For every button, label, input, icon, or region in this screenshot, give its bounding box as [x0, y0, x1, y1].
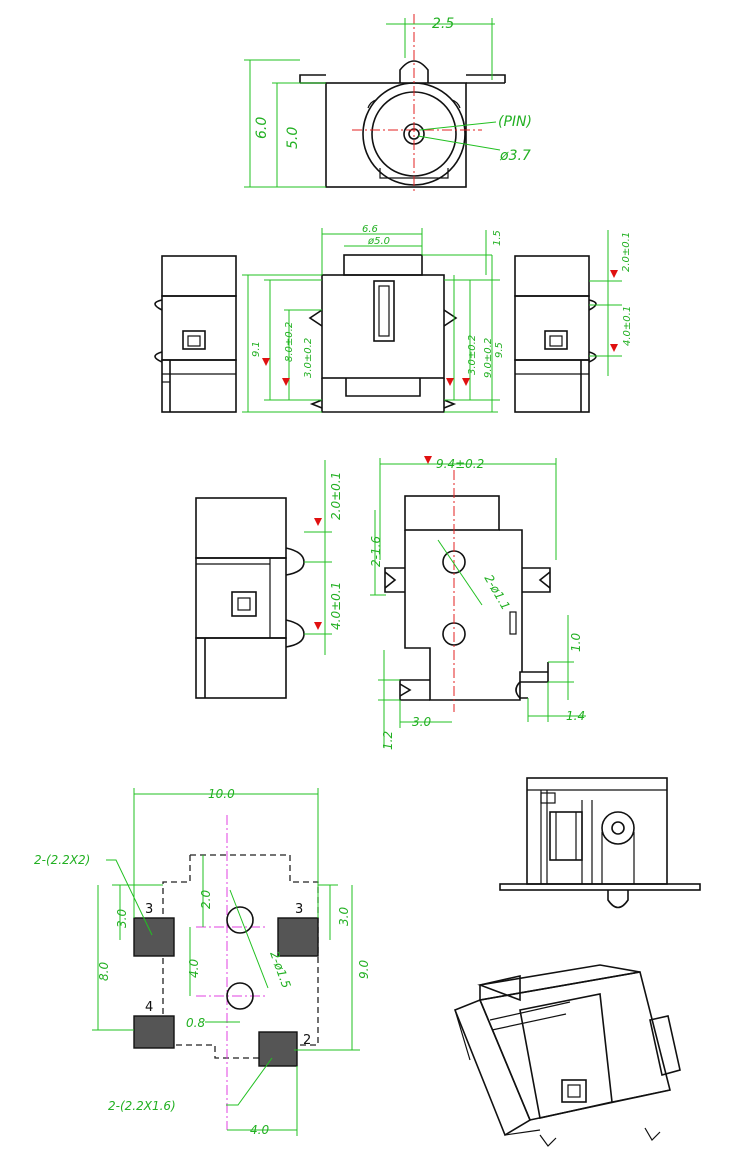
- mid-bottom-right: 1.4: [566, 709, 585, 723]
- fp-pad-label-bottom: 2-(2.2X1.6): [108, 1099, 176, 1113]
- side-tol-b: 4.0±0.1: [622, 306, 633, 346]
- mid-right-small: 1.0: [569, 633, 583, 652]
- front-top-offset: 1.5: [492, 230, 503, 246]
- front-right-total: 9.5: [494, 342, 505, 358]
- mid-tol-a: 2.0±0.1: [329, 472, 343, 520]
- height-outer-dim: 6.0: [254, 117, 270, 139]
- isometric-view: [453, 964, 681, 1147]
- pin-num-4: 4: [145, 1000, 153, 1015]
- fp-bottom-width: 4.0: [250, 1123, 269, 1137]
- pin-num-2: 2: [303, 1033, 311, 1048]
- fp-right-total: 9.0: [357, 960, 371, 979]
- mid-side-view: 2.0±0.1 4.0±0.1: [195, 460, 343, 699]
- side-view-left: [154, 255, 237, 413]
- front-top-width: 6.6: [362, 224, 378, 235]
- fp-center-top: 2.0: [199, 890, 213, 909]
- front-right-tol-a: 3.0±0.2: [467, 335, 478, 375]
- side-profile-view: [499, 777, 701, 909]
- front-bore: ø5.0: [367, 236, 390, 247]
- diameter-label: ø3.7: [499, 148, 531, 164]
- fp-right-pitch: 3.0: [337, 907, 351, 926]
- pad-3-left: [133, 917, 175, 957]
- fp-pad-label-top: 2-(2.2X2): [34, 853, 90, 867]
- pad-2: [258, 1031, 298, 1067]
- front-left-total: 9.1: [251, 341, 262, 357]
- mid-bottom-left: 1.2: [381, 731, 395, 750]
- front-right-tol-b: 9.0±0.2: [483, 338, 494, 378]
- front-view: 6.6 ø5.0 1.5 9.1 8.0±0.2 3.0±0.2 3.0±0.2…: [242, 224, 505, 413]
- fp-total-width: 10.0: [208, 787, 235, 801]
- mid-tol-b: 4.0±0.1: [329, 582, 343, 630]
- pin-num-3-left: 3: [145, 902, 153, 917]
- side-view-right: 2.0±0.1 4.0±0.1: [514, 230, 633, 413]
- height-inner-dim: 5.0: [285, 127, 301, 149]
- mid-front-view: 9.4±0.2 2-1.6 2-ø1.1 1.0 1.2 3.0 1.4: [369, 456, 586, 750]
- mid-width-tol: 9.4±0.2: [436, 457, 484, 471]
- pin-num-3-right: 3: [295, 902, 303, 917]
- mid-bottom-mid: 3.0: [412, 715, 431, 729]
- fp-left-total: 8.0: [97, 962, 111, 981]
- top-view: 2.5 6.0 5.0 (PIN) ø3.7: [244, 14, 532, 192]
- pad-4: [133, 1015, 175, 1049]
- pin-label: (PIN): [498, 114, 532, 130]
- peg-dia: 2-ø1.1: [482, 572, 513, 612]
- fp-center-mid: 4.0: [187, 959, 201, 978]
- fp-left-pitch: 3.0: [115, 909, 129, 928]
- pad-3-right: [277, 917, 319, 957]
- top-width-dim: 2.5: [432, 16, 454, 32]
- side-tol-a: 2.0±0.1: [621, 232, 632, 272]
- front-left-tol-b: 3.0±0.2: [303, 338, 314, 378]
- peg-offset: 2-1.6: [369, 536, 383, 567]
- fp-offset: 0.8: [186, 1016, 205, 1030]
- footprint-view: 3 3 4 2 10.0 2-(2.2X2) 3.0 8.0 2.0 4.0 3…: [34, 787, 371, 1137]
